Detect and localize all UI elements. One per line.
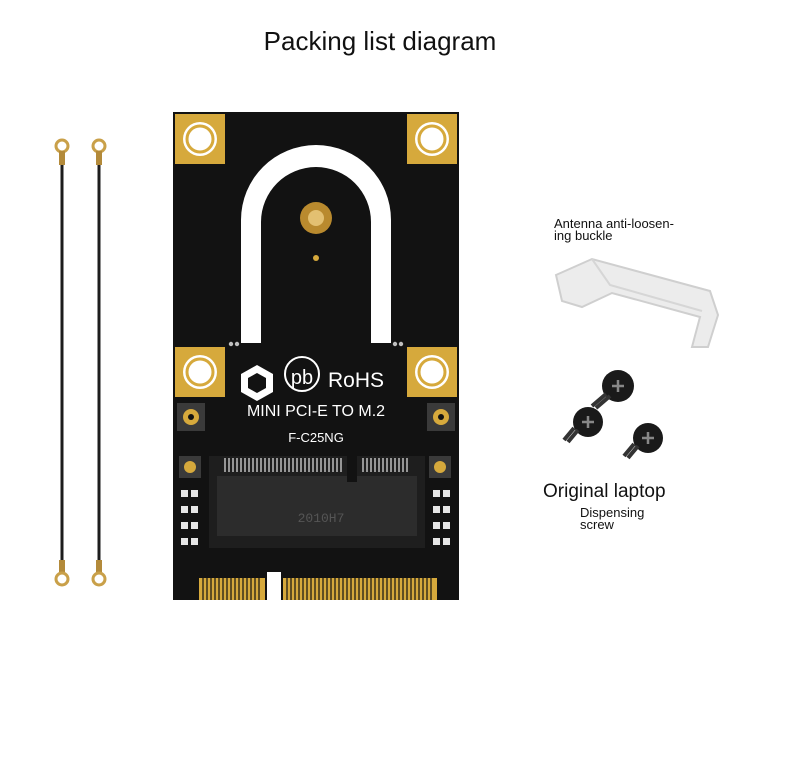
ufl-connector-bottom-right (429, 456, 451, 478)
buckle-label-line1: Antenna anti-loosen- (554, 216, 674, 231)
pb-circle-icon (284, 356, 320, 392)
buckle-label: Antenna anti-loosen- ing buckle (554, 216, 724, 243)
screw-icon (590, 370, 634, 410)
m2-socket (209, 456, 425, 548)
screw-icon (622, 423, 663, 460)
ufl-connector-top-left (177, 403, 205, 431)
ufl-connector-bottom-left (179, 456, 201, 478)
mounting-hole-mid-right (407, 347, 457, 397)
screw-label: Original laptop (543, 481, 666, 502)
ufl-connector-top-right (427, 403, 455, 431)
adapter-card: pb RoHS MINI PCI-E TO M.2 F-C25NG 2010H7 (173, 112, 459, 602)
mounting-hole-top-left (175, 114, 225, 164)
mounting-hole-mid-left (175, 347, 225, 397)
antenna-cable-left (54, 138, 70, 587)
screw-group (562, 370, 663, 460)
buckle-label-line2: ing buckle (554, 228, 613, 243)
rohs-label: RoHS (328, 369, 384, 392)
page-title: Packing list diagram (263, 26, 497, 56)
screw-sublabel: Dispensing screw (580, 505, 700, 532)
m2-slot-outline (241, 145, 391, 343)
screw-icon (562, 407, 603, 444)
antenna-buckle (554, 257, 720, 348)
screw-sublabel-line2: screw (580, 517, 614, 532)
socket-code: 2010H7 (298, 511, 345, 526)
brand-logo-icon (241, 365, 273, 401)
mounting-hole-top-right (407, 114, 457, 164)
screw-sublabel-line1: Dispensing (580, 505, 645, 520)
card-model: F-C25NG (288, 430, 344, 445)
card-name: MINI PCI-E TO M.2 (247, 403, 385, 420)
antenna-cable-right (91, 138, 107, 587)
pb-mark: pb (291, 367, 313, 389)
